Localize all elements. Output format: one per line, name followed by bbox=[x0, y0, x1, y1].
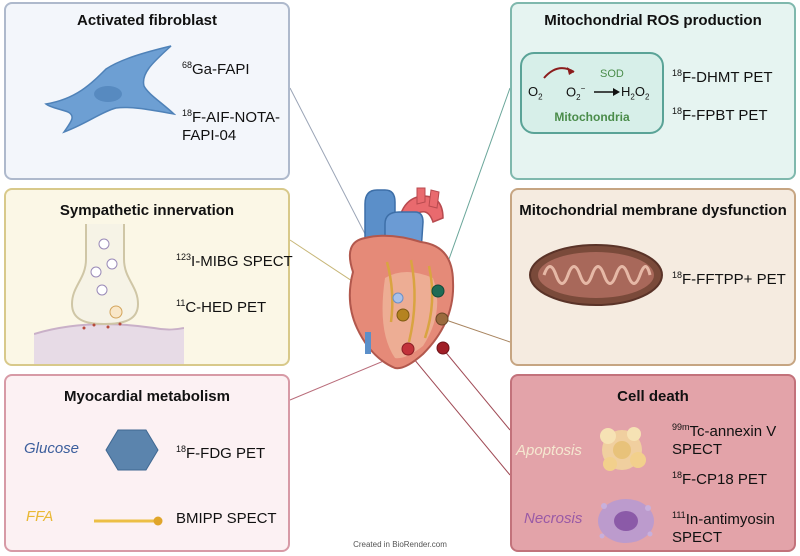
glucose-hexagon-icon bbox=[105, 429, 159, 471]
h2o2-label: H2O2 bbox=[621, 84, 650, 102]
sod-label: SOD bbox=[600, 68, 624, 80]
superoxide-label: O2− bbox=[566, 84, 586, 102]
synapse-illustration bbox=[34, 224, 184, 364]
mitochondria-label: Mitochondria bbox=[554, 110, 630, 124]
tracer-tc-annexin: 99mTc-annexin V SPECT bbox=[672, 422, 777, 458]
fibroblast-illustration bbox=[44, 45, 176, 134]
tracer-fftpp-pet: 18F-FFTPP+ PET bbox=[672, 270, 786, 288]
watermark: Created in BioRender.com bbox=[353, 540, 447, 549]
glucose-label: Glucose bbox=[24, 440, 80, 457]
ffa-chain-icon bbox=[94, 516, 163, 526]
tracer-mibg-spect: 123I-MIBG SPECT bbox=[176, 252, 293, 270]
panel-title: Myocardial metabolism bbox=[64, 388, 230, 405]
connector-membrane bbox=[439, 317, 511, 343]
heart-illustration bbox=[348, 187, 455, 370]
curved-arrow-icon bbox=[543, 67, 575, 79]
panel-title: Mitochondrial ROS production bbox=[544, 12, 762, 29]
tracer-fdg-pet: 18F-FDG PET bbox=[176, 444, 266, 462]
tracer-cp18-pet: 18F-CP18 PET bbox=[672, 470, 768, 488]
mitochondrion-icon bbox=[529, 244, 663, 306]
panel-title: Mitochondrial membrane dysfunction bbox=[519, 202, 787, 219]
tracer-aif-nota-fapi: 18F-AIF-NOTA- FAPI-04 bbox=[182, 108, 281, 144]
panel-sympathetic-innervation: Sympathetic innervation 123I-MIBG SPECT … bbox=[4, 188, 293, 366]
connector-ros bbox=[437, 87, 511, 291]
panel-title: Sympathetic innervation bbox=[59, 202, 235, 219]
ffa-label: FFA bbox=[26, 508, 54, 525]
necrosis-label: Necrosis bbox=[524, 510, 583, 527]
o2-label: O2 bbox=[528, 84, 543, 102]
apoptosis-label: Apoptosis bbox=[516, 442, 582, 459]
tracer-fpbt-pet: 18F-FPBT PET bbox=[672, 106, 768, 124]
panel-title: Cell death bbox=[617, 388, 689, 405]
panel-mitochondrial-ros: Mitochondrial ROS production O2 O2− SOD … bbox=[510, 2, 796, 180]
necrotic-cell-icon bbox=[598, 499, 654, 543]
panel-title: Activated fibroblast bbox=[76, 12, 218, 29]
tracer-dhmt-pet: 18F-DHMT PET bbox=[672, 68, 773, 86]
connector-celldeath-2 bbox=[403, 346, 511, 476]
tracer-in-antimyosin: 111In-antimyosin SPECT bbox=[672, 510, 775, 546]
panel-activated-fibroblast: Activated fibroblast 68Ga-FAPI 18F-AIF-N… bbox=[4, 2, 290, 180]
mitochondria-box: O2 O2− SOD H2O2 Mitochondria bbox=[520, 52, 664, 134]
reaction-arrow-icon bbox=[594, 88, 620, 96]
tracer-bmipp-spect: BMIPP SPECT bbox=[176, 510, 277, 527]
panel-mitochondrial-membrane: Mitochondrial membrane dysfunction 18F-F… bbox=[510, 188, 796, 366]
panel-myocardial-metabolism: Myocardial metabolism Glucose 18F-FDG PE… bbox=[4, 374, 290, 552]
tracer-ga-fapi: 68Ga-FAPI bbox=[182, 60, 250, 78]
tracer-hed-pet: 11C-HED PET bbox=[176, 298, 267, 316]
connector-celldeath-1 bbox=[442, 348, 511, 431]
apoptotic-cell-icon bbox=[600, 427, 646, 471]
panel-cell-death: Cell death Apoptosis 99mTc-annexin V SPE… bbox=[510, 374, 796, 552]
